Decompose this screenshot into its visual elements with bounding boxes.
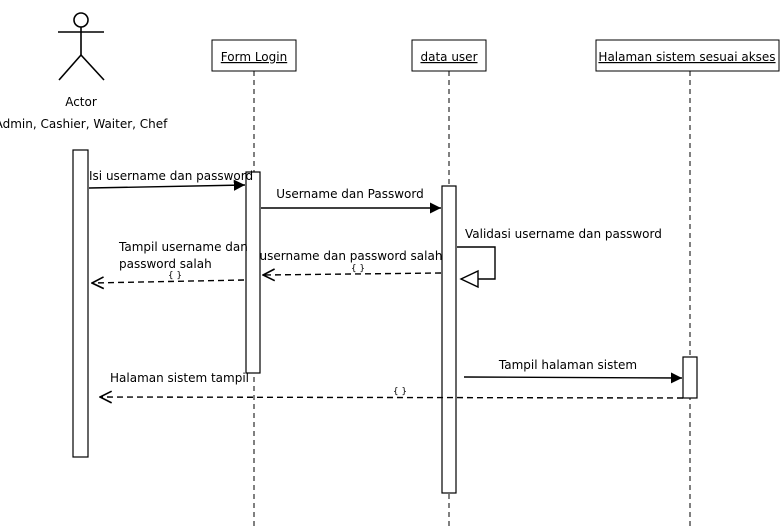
actor-figure: [58, 12, 105, 81]
message-salah-label: username dan password salah: [260, 249, 443, 263]
message-username-password-label: Username dan Password: [276, 187, 423, 201]
actor-left-leg: [58, 54, 82, 81]
message-tampil-salah-guard: { }: [168, 271, 182, 281]
actor-head: [73, 12, 89, 28]
message-isi-username-label: Isi username dan password: [89, 169, 253, 183]
lifeline-halaman-sistem-header: Halaman sistem sesuai akses: [595, 39, 780, 72]
message-validasi-arrowhead: [459, 269, 479, 289]
activation-form-login: [245, 171, 261, 374]
activation-data-user: [441, 185, 457, 494]
activation-halaman-sistem: [682, 356, 698, 399]
lifeline-form-login-header: Form Login: [211, 39, 297, 72]
message-validasi-label: Validasi username dan password: [465, 227, 662, 241]
message-halaman-tampil-arrow: [100, 397, 684, 398]
actor-right-leg: [80, 54, 105, 81]
message-isi-username-arrow: [88, 179, 246, 191]
message-salah-guard: { }: [351, 264, 365, 274]
activation-actor: [72, 149, 89, 458]
message-tampil-salah-line1: Tampil username dan: [118, 240, 248, 254]
lifeline-halaman-sistem-label: Halaman sistem sesuai akses: [598, 50, 775, 64]
message-tampil-halaman-label: Tampil halaman sistem: [498, 358, 637, 372]
lifeline-form-login-label: Form Login: [221, 50, 287, 64]
message-halaman-tampil-label: Halaman sistem tampil: [110, 371, 249, 385]
message-halaman-tampil-guard: { }: [393, 387, 407, 397]
lifeline-data-user-label: data user: [420, 50, 477, 64]
actor-name: Actor: [65, 95, 97, 109]
lifeline-data-user-header: data user: [411, 39, 487, 72]
message-tampil-salah-line2: password salah: [119, 257, 212, 271]
message-tampil-salah-arrow: [92, 280, 245, 283]
actor-roles: Admin, Cashier, Waiter, Chef: [0, 117, 168, 131]
message-tampil-halaman-arrow: [463, 372, 683, 384]
